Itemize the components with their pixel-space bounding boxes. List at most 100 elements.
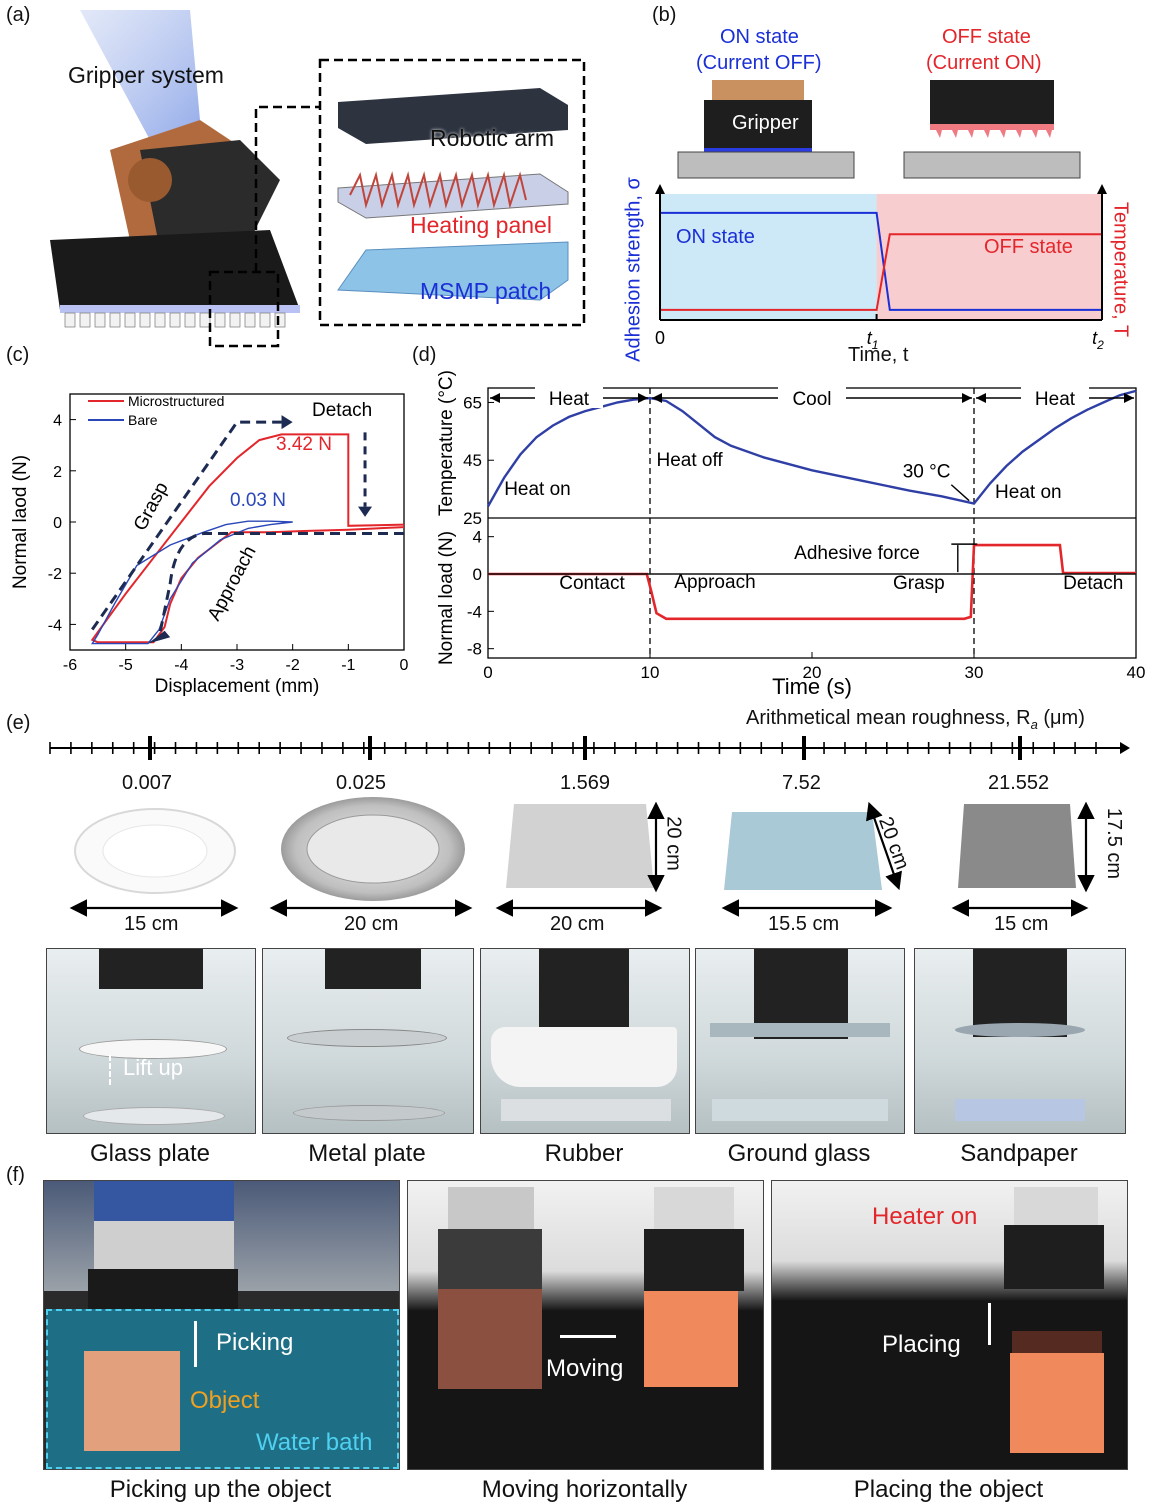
temperature-axis-label: Temperature, T [1109, 201, 1132, 338]
off-state-subtitle: (Current ON) [926, 52, 1042, 74]
time-axis-label: Time, t [848, 344, 909, 366]
on-gripper-patch [704, 148, 812, 152]
ground-glass-photo [695, 948, 905, 1134]
y-tick-label: 2 [53, 464, 62, 481]
y-tick-label: 4 [53, 413, 62, 430]
y-tick-label: -4 [48, 617, 62, 634]
y-axis-left-arrow [655, 184, 665, 194]
grasp-label: Grasp [130, 479, 173, 535]
lift-up-arrow [109, 1055, 111, 1085]
y-tick-label: -2 [48, 566, 62, 583]
on-substrate [677, 151, 855, 179]
sample-ra-value: 7.52 [782, 772, 821, 794]
x-tick-label: 0 [655, 328, 665, 348]
off-gripper-patch-detached [930, 124, 1054, 138]
moving-frame: Moving [407, 1180, 764, 1470]
y-axis-label-top: Temperature (°C) [436, 370, 457, 516]
note-heat-off: Heat off [656, 450, 723, 471]
load-curve [488, 543, 1136, 621]
lift-up-label: Lift up [123, 1055, 183, 1080]
robotic-arm-layer [338, 88, 568, 144]
series-bare [91, 520, 293, 645]
on-state-title: ON state [720, 26, 799, 48]
label-contact: Contact [559, 573, 625, 594]
note-30c-pointer [950, 484, 970, 502]
y-axis-label-bottom: Normal load (N) [436, 531, 457, 665]
object-ghost [438, 1289, 542, 1389]
sample-width-label: 15.5 cm [768, 913, 840, 935]
sample-width-label: 20 cm [344, 913, 399, 935]
zoom-box-large [318, 58, 586, 327]
phase-label: Heat [1035, 389, 1076, 410]
rubber-sheet-image [506, 804, 654, 888]
panel-b: ON state (Current OFF) OFF state (Curren… [620, 20, 1140, 370]
frame-caption: Placing the object [853, 1476, 1044, 1503]
phase-arrow-head [976, 393, 986, 403]
picking-arrow [194, 1321, 197, 1367]
y-axis-label: Normal laod (N) [10, 455, 31, 589]
gripper-motor-housing [140, 140, 280, 250]
phase-arrow-head [652, 393, 662, 403]
x-tick-label: t1 [867, 328, 879, 352]
placing-label: Placing [882, 1331, 961, 1358]
gripper-body [50, 230, 300, 310]
y-tick-label-top: 65 [463, 393, 482, 412]
placing-arrow [988, 1303, 991, 1345]
panel-b-label: (b) [652, 4, 677, 26]
phase-label-bg [1021, 386, 1089, 408]
heating-panel-layer [337, 173, 569, 219]
glass-plate-image [74, 808, 236, 894]
sample-width-label: 15 cm [124, 913, 179, 935]
picking-frame: Picking Object Water bath [43, 1180, 400, 1470]
x-tick-label: -5 [119, 657, 133, 674]
phase-arrow-head [962, 393, 972, 403]
series-microstructured [90, 433, 405, 644]
x-tick-label: 0 [483, 663, 492, 682]
note-heat-on-2: Heat on [995, 482, 1062, 503]
y-tick-label: 0 [53, 515, 62, 532]
roughness-axis-title-text: Arithmetical mean roughness, R [746, 707, 1031, 729]
x-axis-label: Time (s) [772, 674, 852, 699]
note-30c: 30 °C [903, 462, 951, 483]
metal-plate-photo [262, 948, 474, 1134]
heating-wire [349, 171, 527, 209]
off-region-bg [876, 194, 1102, 320]
on-gripper-bracket [712, 80, 804, 102]
glass-plate-photo: Lift up [46, 948, 256, 1134]
sandpaper-photo [914, 948, 1126, 1134]
x-tick-label: 30 [965, 663, 984, 682]
microstructure-row [64, 312, 286, 328]
sample-row: 0.007 15 cm 0.025 20 cm 1.569 20 cm 20 c… [0, 766, 1149, 1176]
x-tick-label: -2 [286, 657, 300, 674]
phase-label: Cool [792, 389, 831, 410]
placing-frame: Heater on Placing [771, 1180, 1128, 1470]
msmp-patch-layer [337, 241, 569, 301]
sandpaper-image [958, 804, 1076, 888]
msmp-patch-strip [60, 305, 300, 313]
label-msmp-patch: MSMP patch [420, 278, 552, 304]
x-tick-label: -1 [341, 657, 355, 674]
gripper-system-illustration [50, 10, 586, 348]
phase-arrow-head [490, 393, 500, 403]
approach-label: Approach [204, 543, 261, 625]
temperature-curve [486, 389, 1137, 507]
panel-a: Gripper system Robotic arm Heating panel… [20, 10, 600, 350]
phase-label: Heat [549, 389, 590, 410]
phase-label-bg [535, 386, 603, 408]
plot-frame [69, 393, 405, 651]
panel-d-label: (d) [412, 344, 437, 366]
grasp-arrow-head [281, 415, 293, 430]
panel-f-label: (f) [6, 1164, 25, 1186]
sample-width-label: 20 cm [550, 913, 605, 935]
roughness-ruler [49, 736, 1130, 760]
gripper-label: Gripper [732, 112, 799, 134]
x-tick-label: -6 [63, 657, 77, 674]
phase-label-bg [778, 386, 846, 408]
roughness-axis-title: Arithmetical mean roughness, Ra (μm) [746, 707, 1085, 732]
legend-label-bare: Bare [128, 412, 158, 428]
label-approach: Approach [674, 572, 755, 593]
off-substrate [903, 151, 1081, 179]
bare-peak-label: 0.03 N [230, 490, 286, 511]
panel-a-label: (a) [6, 4, 31, 26]
